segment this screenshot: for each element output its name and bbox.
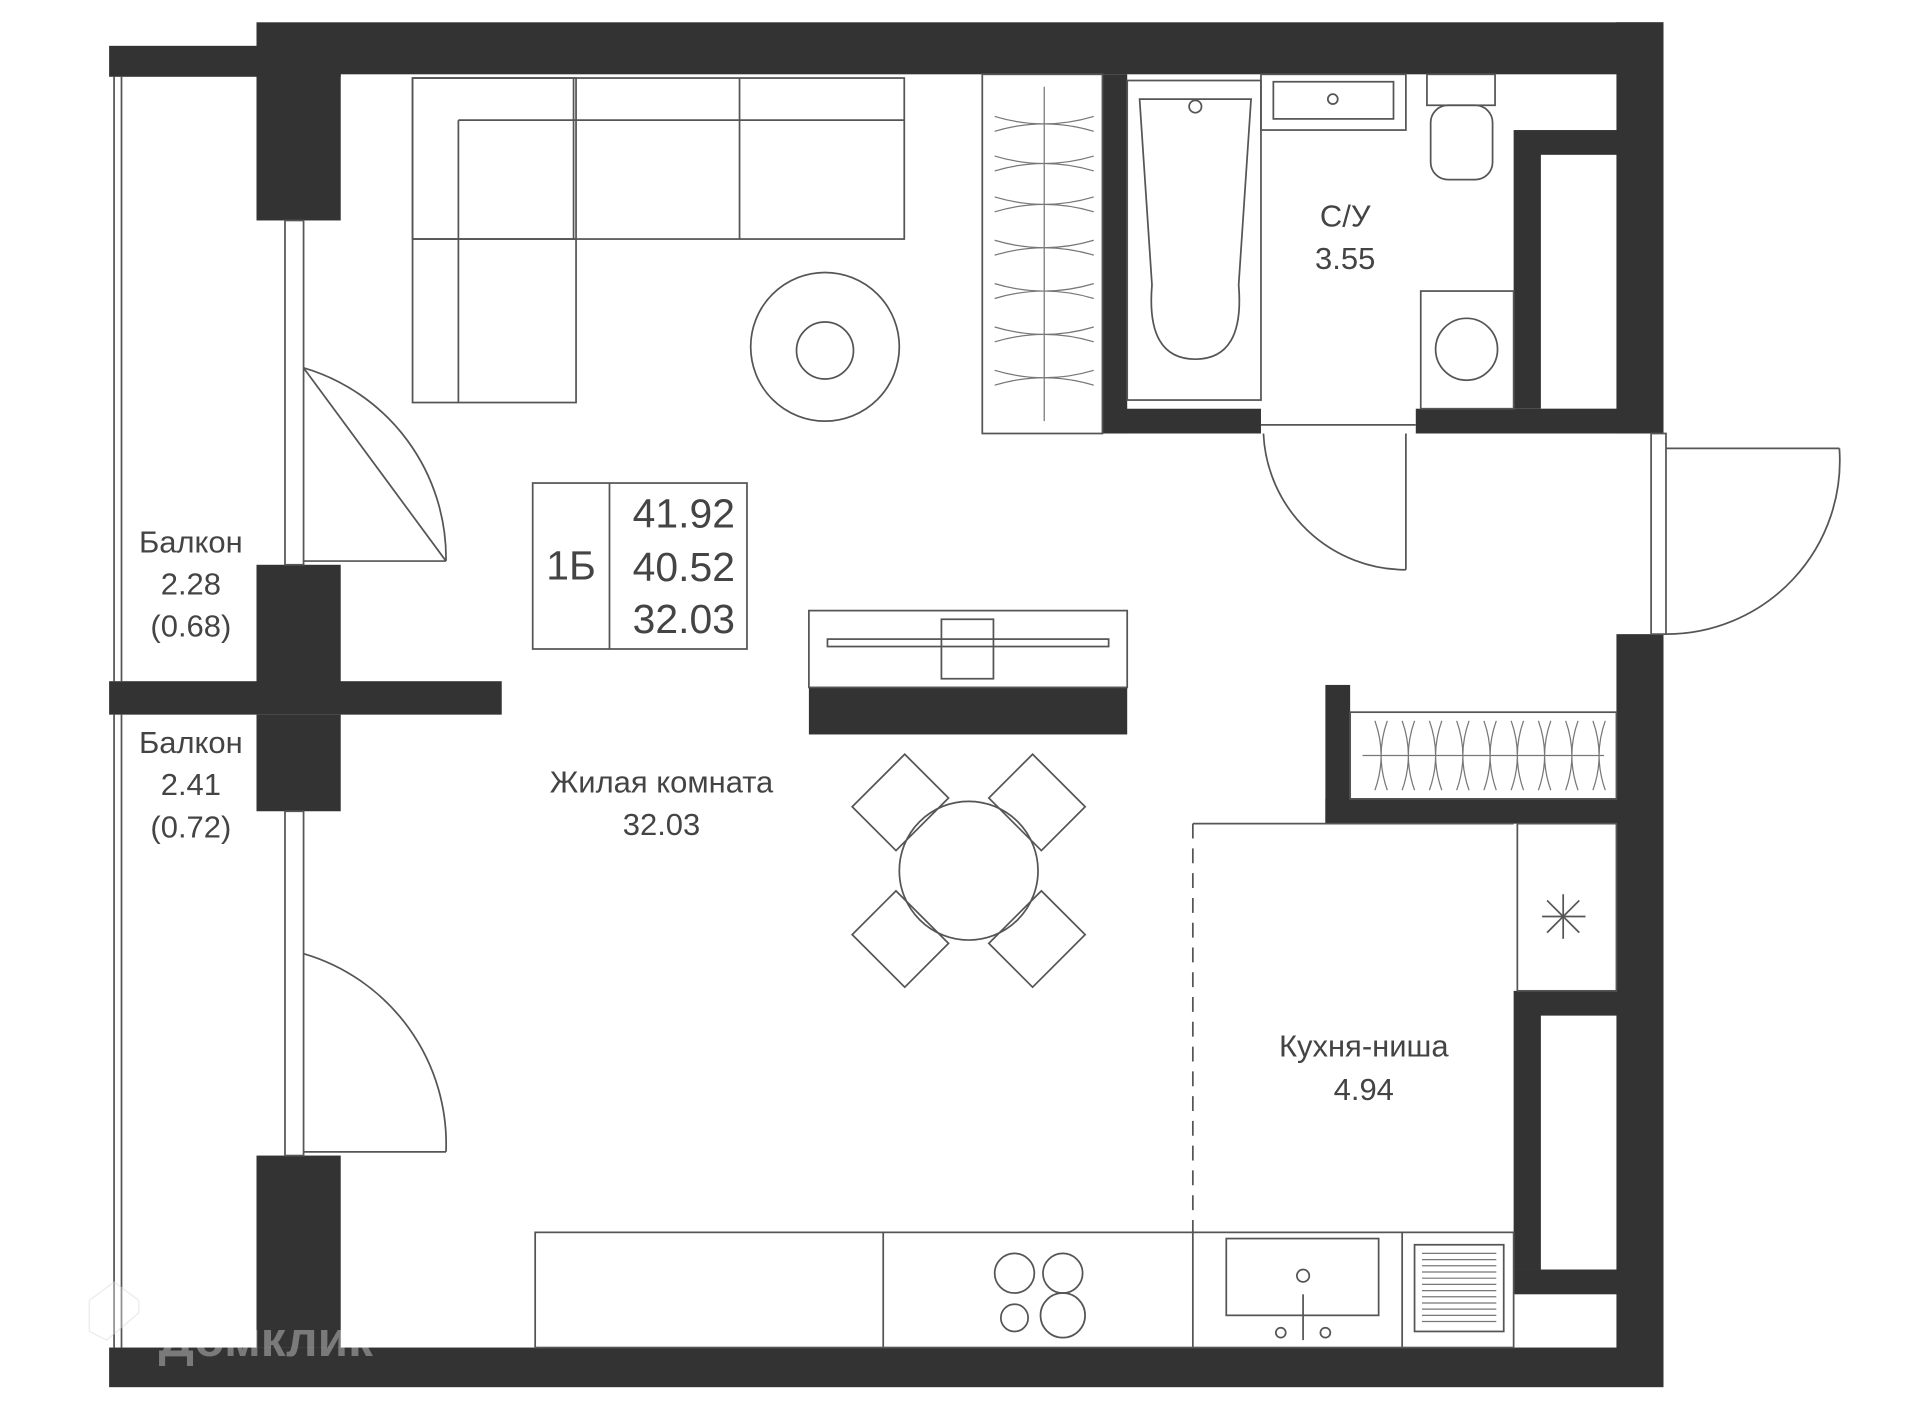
room-name: Жилая комната (550, 765, 774, 800)
area-summary-table: 1Б 41.92 40.52 32.03 (531, 482, 748, 650)
total-area: 41.92 (633, 491, 735, 537)
bathtub (1126, 79, 1262, 401)
washing-machine (1419, 290, 1515, 410)
balcony-railings (113, 76, 123, 1348)
room-area: 2.28 (161, 567, 221, 602)
house-logo-icon (88, 1281, 140, 1341)
hanger-icon (1374, 720, 1388, 791)
hanger-icon (994, 239, 1094, 256)
hanger-icon (1428, 720, 1443, 791)
room-reduced-area: (0.68) (150, 609, 231, 644)
hanger-icon (994, 155, 1094, 172)
living-total-area: 40.52 (633, 544, 735, 590)
living-area: 32.03 (633, 596, 735, 642)
room-name: С/У (1320, 199, 1371, 234)
coffee-table (749, 271, 901, 422)
apartment-type: 1Б (546, 543, 596, 589)
watermark: Домклик (88, 1281, 373, 1367)
room-label-kitchen: Кухня-ниша 4.94 (1279, 1028, 1449, 1106)
room-area: 32.03 (623, 807, 700, 842)
hanger-icon (994, 196, 1094, 213)
bathroom-door (1260, 423, 1416, 571)
hanger-icon (1592, 720, 1606, 791)
kitchen-furniture (534, 822, 1618, 1349)
entrance-door (1650, 432, 1841, 636)
hanger-icon (994, 115, 1094, 132)
room-label-living: Жилая комната 32.03 (550, 765, 774, 842)
room-name: Кухня-ниша (1279, 1028, 1449, 1063)
room-label-bathroom: С/У 3.55 (1315, 199, 1375, 276)
sink (1260, 73, 1407, 131)
hanger-icon (1537, 720, 1552, 791)
hanger-icon (1456, 720, 1470, 791)
room-area: 4.94 (1334, 1072, 1394, 1107)
room-reduced-area: (0.72) (150, 809, 231, 844)
hanger-icon (1483, 720, 1497, 791)
hanger-icon (994, 326, 1094, 343)
toilet (1426, 73, 1496, 181)
hanger-icon (1401, 720, 1416, 791)
sofa (411, 77, 906, 404)
dining-table (850, 752, 1087, 989)
hanger-icon (1565, 720, 1579, 791)
svg-text:Домклик: Домклик (159, 1312, 373, 1367)
room-area: 2.41 (161, 767, 221, 802)
room-area: 3.55 (1315, 241, 1375, 276)
walls (109, 22, 1664, 1388)
wardrobe (981, 73, 1104, 435)
hanger-icon (1510, 720, 1525, 791)
room-label-balcony-1: Балкон 2.28 (0.68) (139, 524, 243, 643)
room-name: Балкон (139, 725, 243, 760)
hanger-icon (994, 283, 1094, 300)
hanger-icon (994, 369, 1094, 386)
room-label-balcony-2: Балкон 2.41 (0.72) (139, 725, 243, 844)
tv-unit (808, 609, 1129, 689)
room-name: Балкон (139, 524, 243, 559)
hall-wardrobe (1349, 711, 1618, 800)
balcony-doors (284, 219, 447, 1157)
